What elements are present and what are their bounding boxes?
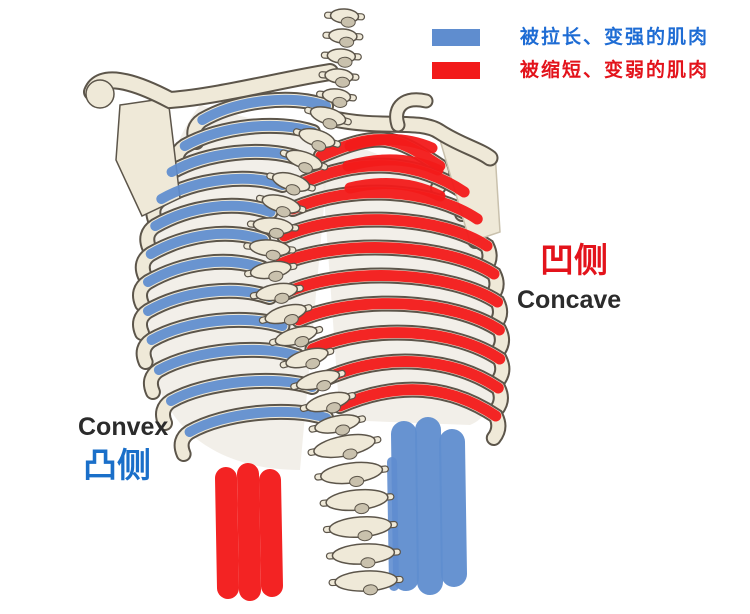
shoulder-girdle [83, 63, 501, 243]
vertebra [322, 28, 364, 48]
shortened-muscle-stripe [307, 327, 506, 365]
vertebra-spinous-process [322, 118, 338, 130]
vertebra-spinous-process [354, 503, 370, 515]
vertebra-spinous-process [298, 162, 313, 174]
vertebra [258, 303, 313, 326]
vertebra [323, 8, 366, 28]
shortened-muscle-stripe [342, 154, 444, 176]
vertebra [319, 488, 395, 515]
shortened-muscle-stripe [293, 298, 505, 336]
stretched-muscle-block [415, 417, 443, 595]
vertebra-spinous-process [268, 270, 284, 282]
shortened-muscle-stripe [334, 384, 502, 422]
vertebra-spinous-process [362, 584, 378, 596]
shortened-muscle-stripe [287, 187, 483, 225]
shortened-muscle-stripe [278, 214, 493, 252]
vertebra-spinous-process [335, 76, 351, 88]
vertebra [322, 516, 398, 542]
vertebra [246, 217, 300, 239]
shortened-muscle-stripe [344, 178, 446, 202]
stretched-muscle-stripe [153, 344, 302, 375]
shortened-muscle-block [215, 467, 239, 599]
vertebra [308, 414, 367, 436]
vertebra [279, 347, 335, 370]
stretched-muscle-stripe [197, 94, 331, 125]
vertebra-spinous-process [294, 336, 310, 348]
vertebra [318, 68, 360, 88]
vertebra [320, 48, 362, 68]
legend-label-stretched: 被拉长、变强的肌肉 [520, 26, 710, 48]
vertebra [325, 543, 401, 569]
stretched-muscle-stripe [179, 120, 318, 151]
muscle-overlays [143, 94, 506, 601]
stretched-muscle-stripe [184, 406, 332, 437]
left-acromion [85, 79, 115, 109]
right-acromion [391, 94, 432, 131]
legend-swatch-shortened [432, 62, 480, 79]
vertebra [290, 369, 346, 392]
vertebra [266, 171, 316, 196]
concave-label-zh: 凹侧 [540, 241, 608, 281]
vertebra [249, 282, 304, 304]
shortened-muscle-stripe [344, 134, 438, 154]
vertebra-spinous-process [357, 530, 373, 542]
vertebra-spinous-process [305, 357, 321, 370]
stretched-muscle-stripe [143, 256, 267, 287]
shortened-muscle-block [259, 469, 283, 597]
vertebra [279, 149, 329, 174]
stretched-muscle-stripe [145, 228, 269, 259]
vertebra-spinous-process [349, 475, 365, 487]
stretched-muscle-stripe [156, 173, 288, 204]
shortened-muscle-stripe [299, 160, 470, 198]
convex-label-zh: 凸侧 [83, 446, 151, 486]
shortened-muscle-stripe [321, 356, 504, 394]
vertebra [255, 194, 307, 218]
stretched-muscle-block [439, 429, 467, 587]
legend-swatch-stretched [432, 29, 480, 46]
vertebra-spinous-process [285, 184, 301, 196]
vertebra-spinous-process [360, 557, 376, 569]
vertebra [307, 433, 382, 460]
vertebra-spinous-process [283, 314, 299, 326]
left-clavicle [85, 65, 337, 108]
vertebra [268, 325, 324, 348]
spine [243, 8, 404, 596]
vertebra-spinous-process [342, 448, 358, 460]
vertebra-spinous-process [311, 140, 327, 152]
vertebra-spinous-process [316, 380, 332, 392]
convex-label-en: Convex [78, 413, 169, 441]
vertebra [304, 106, 352, 130]
vertebra-spinous-process [274, 292, 290, 304]
shortened-muscle-block [237, 463, 261, 601]
vertebra [299, 391, 357, 414]
vertebra [314, 461, 389, 487]
stretched-muscle-stripe [150, 200, 276, 231]
vertebra [243, 239, 297, 261]
vertebra-spinous-process [340, 16, 356, 28]
vertebra-spinous-process [339, 36, 355, 48]
vertebra-spinous-process [332, 96, 348, 108]
shortened-muscle-stripe [282, 270, 503, 308]
vertebra-spinous-process [326, 402, 341, 414]
vertebra [316, 88, 357, 108]
vertebra [244, 260, 298, 282]
vertebra [292, 127, 342, 152]
concave-label-en: Concave [517, 286, 622, 314]
vertebra-spinous-process [335, 424, 351, 436]
vertebra [328, 570, 404, 596]
stretched-muscle-block [391, 421, 419, 591]
shortened-muscle-stripe [274, 242, 500, 280]
vertebra-spinous-process [337, 56, 353, 68]
vertebra-spinous-process [265, 249, 281, 261]
legend-label-shortened: 被缩短、变弱的肌肉 [520, 59, 710, 81]
vertebra-spinous-process [275, 206, 291, 218]
vertebra-spinous-process [268, 227, 284, 239]
right-clavicle [323, 111, 497, 165]
